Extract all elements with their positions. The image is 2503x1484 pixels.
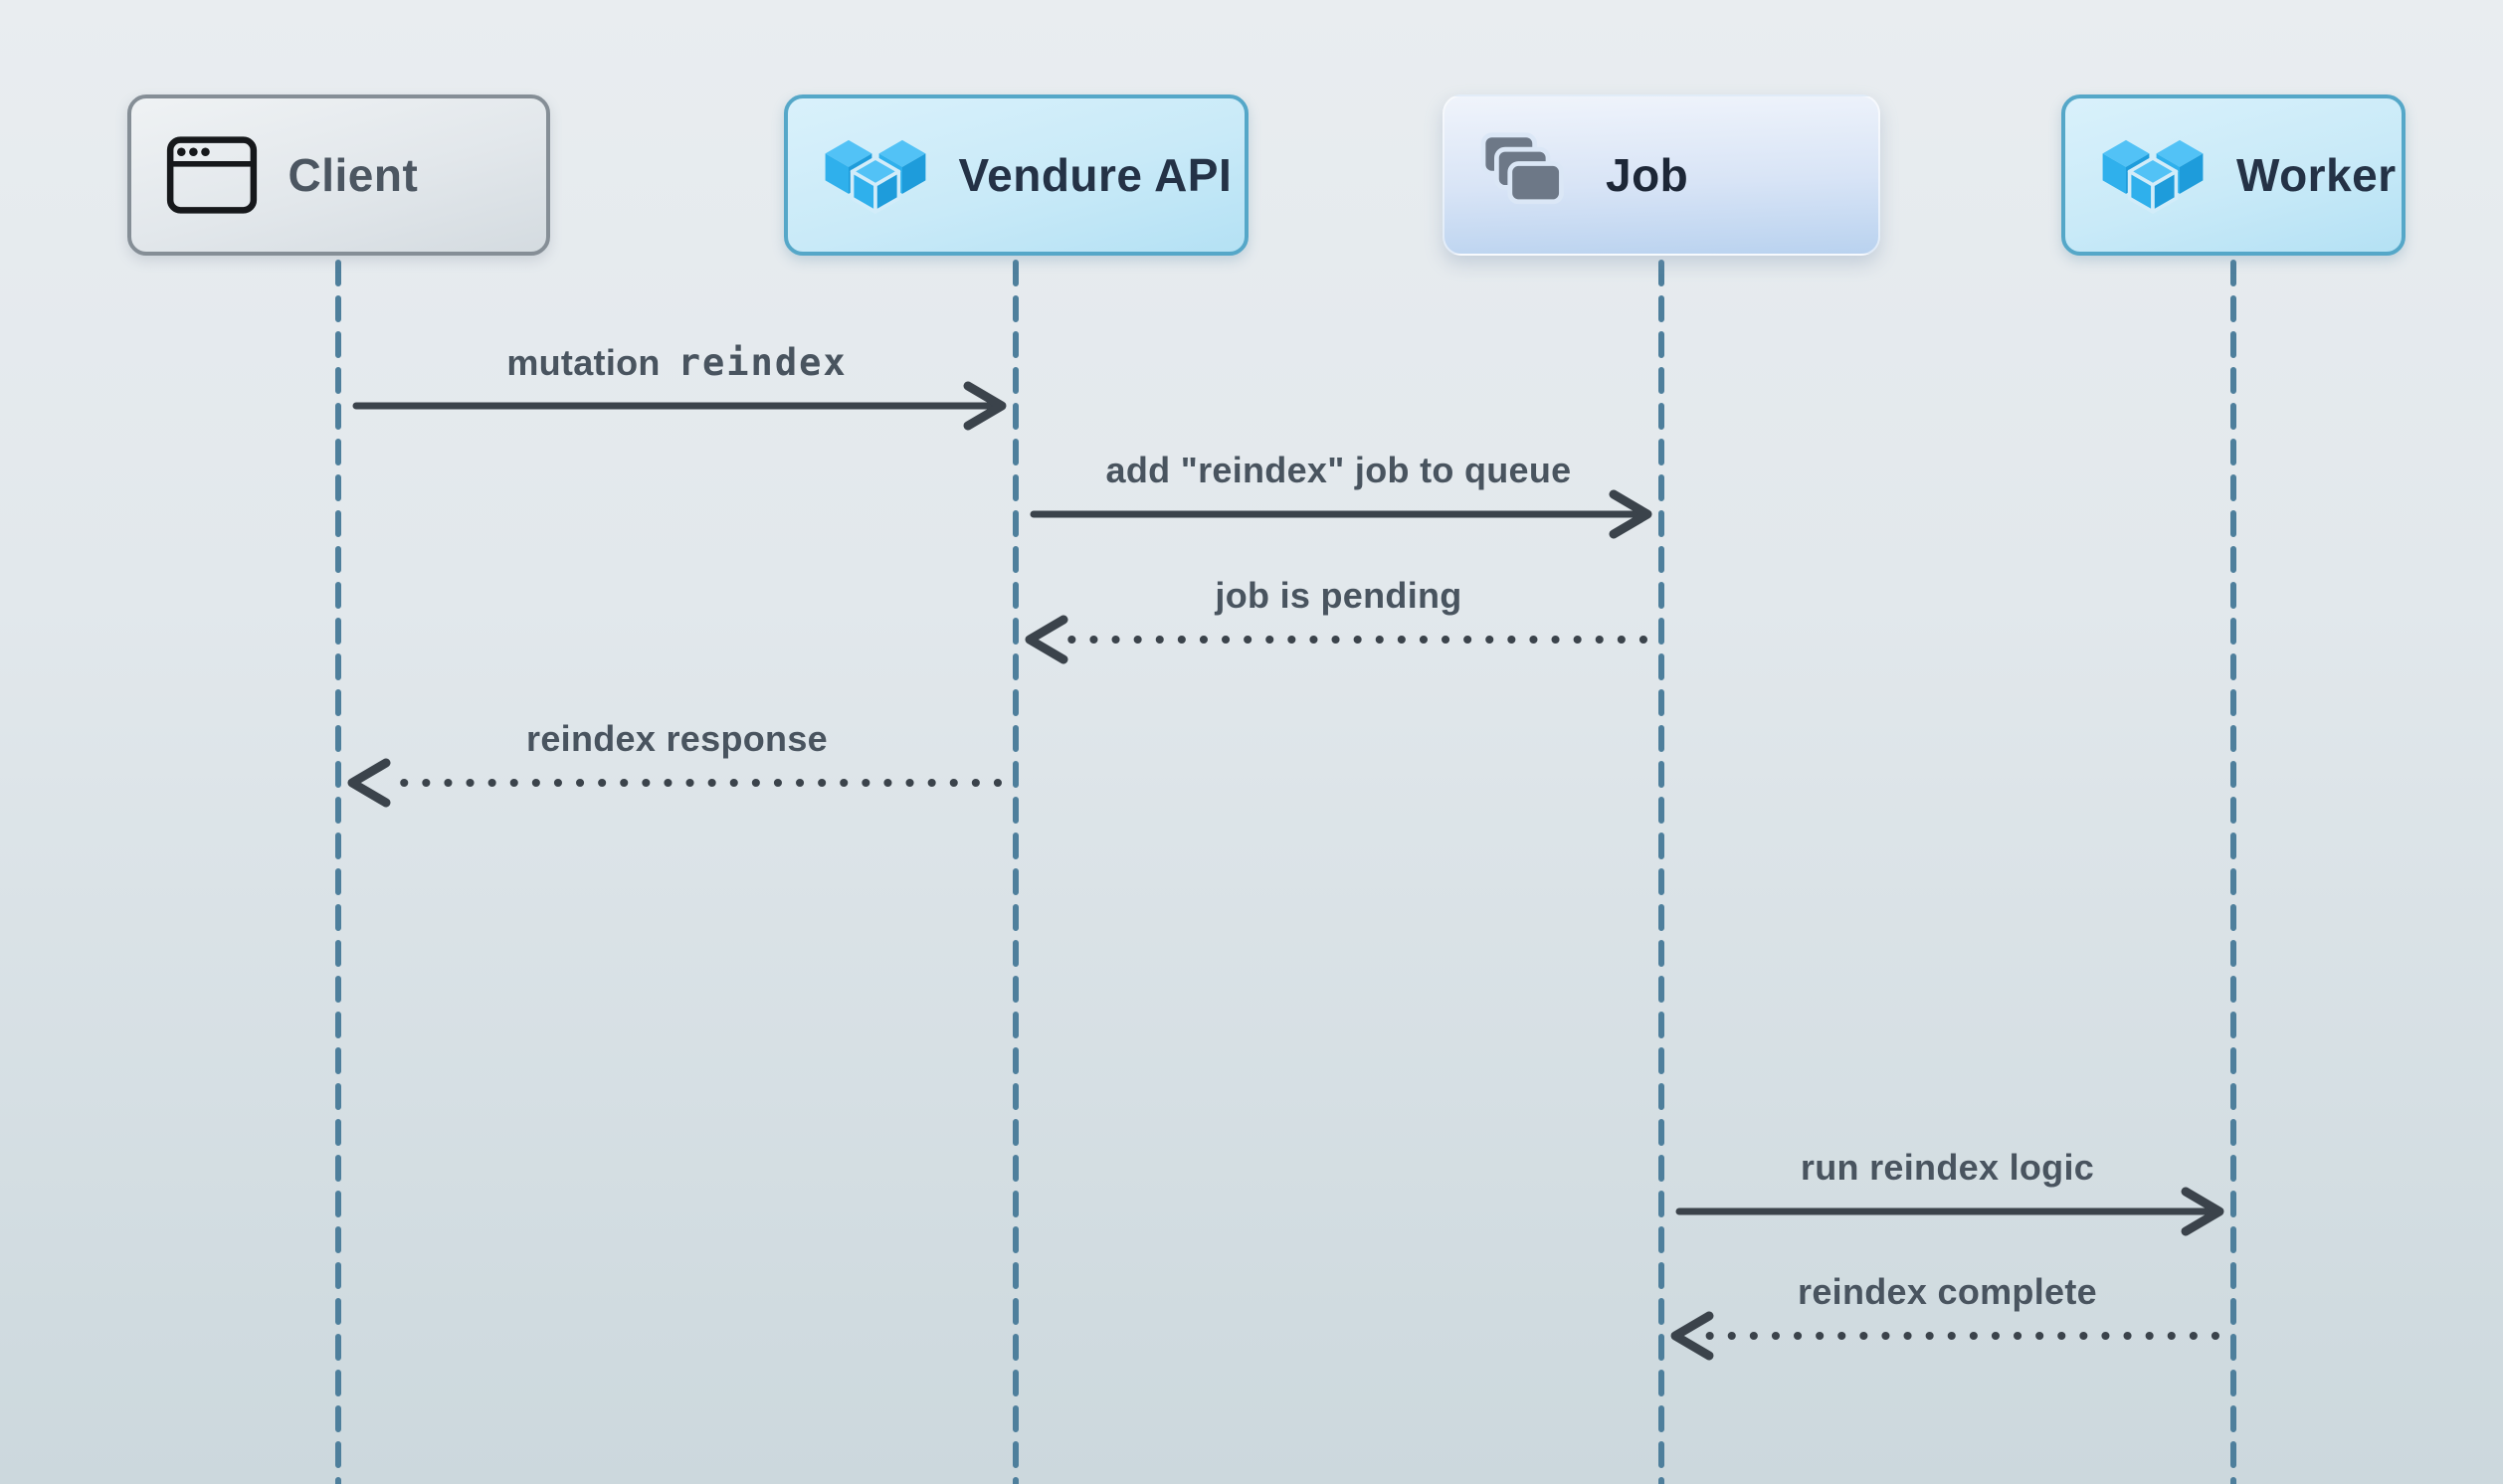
actor-client: Client: [126, 94, 550, 256]
actor-worker: Worker: [2061, 94, 2406, 256]
arrowhead-icon: [2181, 1187, 2224, 1236]
message-text: mutation: [506, 342, 661, 383]
vendure-logo-icon: [822, 130, 929, 220]
stacked-cards-icon: [1478, 131, 1576, 219]
message-text: reindex response: [526, 718, 828, 759]
message-label-1: add "reindex" job to queue: [1106, 450, 1572, 491]
arrowhead-icon: [347, 758, 391, 808]
actor-label-client: Client: [288, 149, 419, 201]
message-text: job is pending: [1215, 575, 1462, 616]
arrowhead-icon: [1670, 1311, 1714, 1361]
message-text: run reindex logic: [1800, 1147, 2095, 1188]
message-label-3: reindex response: [526, 718, 828, 760]
message-code-text: reindex: [677, 341, 848, 384]
arrowhead-icon: [1609, 489, 1652, 539]
browser-window-icon: [165, 135, 259, 215]
actor-job: Job: [1443, 94, 1880, 256]
message-label-2: job is pending: [1215, 575, 1461, 617]
vendure-logo-icon: [2099, 130, 2207, 220]
actor-label-vendure-api: Vendure API: [958, 149, 1233, 201]
actor-label-job: Job: [1606, 149, 1689, 201]
actor-label-worker: Worker: [2236, 149, 2397, 201]
message-text: reindex complete: [1798, 1271, 2097, 1312]
arrowhead-icon: [963, 381, 1007, 431]
message-label-4: run reindex logic: [1801, 1147, 2094, 1189]
message-label-5: reindex complete: [1798, 1271, 2097, 1313]
actor-vendure-api: Vendure API: [783, 94, 1249, 256]
message-label-0: mutation reindex: [506, 341, 847, 384]
message-text: add "reindex" job to queue: [1105, 450, 1572, 490]
arrowhead-icon: [1025, 615, 1068, 664]
